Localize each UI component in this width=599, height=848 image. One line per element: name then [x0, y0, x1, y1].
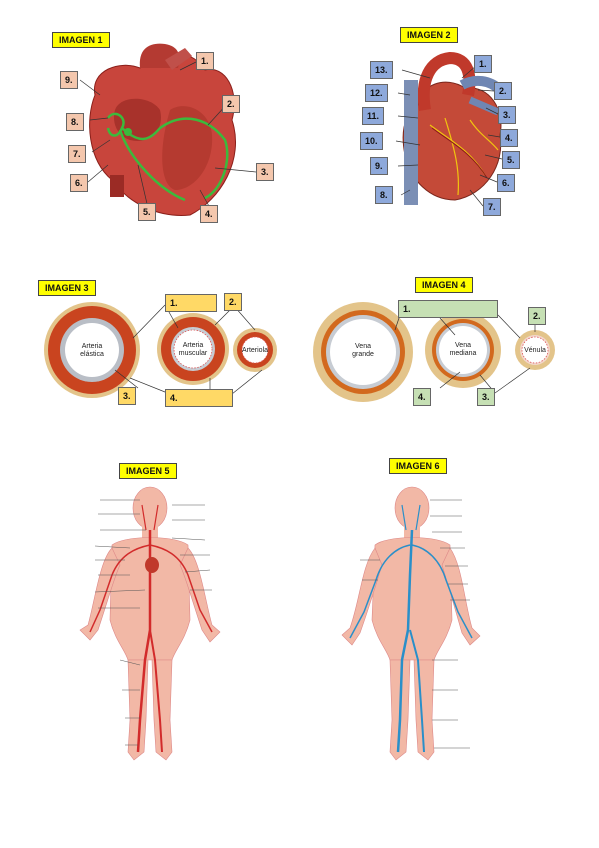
- imagen-1-label-5[interactable]: 5.: [138, 203, 156, 221]
- imagen-2-label-7[interactable]: 7.: [483, 198, 501, 216]
- imagen-2-label-6[interactable]: 6.: [497, 174, 515, 192]
- imagen-2-label-11[interactable]: 11.: [362, 107, 385, 125]
- arterial-body-figure: [79, 486, 221, 761]
- imagen-1-label-1[interactable]: 1.: [196, 52, 214, 70]
- imagen-4-label-4[interactable]: 4.: [413, 388, 431, 406]
- imagen-2-label-10[interactable]: 10.: [360, 132, 383, 150]
- imagen-3-title: IMAGEN 3: [38, 280, 96, 296]
- imagen-3-label-3[interactable]: 3.: [118, 387, 136, 405]
- imagen-4-label-2[interactable]: 2.: [528, 307, 546, 325]
- venous-body-figure: [341, 486, 481, 761]
- imagen-1-label-6[interactable]: 6.: [70, 174, 88, 192]
- imagen-5-title: IMAGEN 5: [119, 463, 177, 479]
- imagen-2-label-8[interactable]: 8.: [375, 186, 393, 204]
- vessel-label-venula: Vénula: [524, 347, 546, 354]
- imagen-2-label-3[interactable]: 3.: [498, 106, 516, 124]
- imagen-1-label-9[interactable]: 9.: [60, 71, 78, 89]
- imagen-2-label-13[interactable]: 13.: [370, 61, 393, 79]
- imagen-4-label-1[interactable]: 1.: [398, 300, 498, 318]
- imagen-6-title: IMAGEN 6: [389, 458, 447, 474]
- imagen-2-label-12[interactable]: 12.: [365, 84, 388, 102]
- imagen-3-label-4[interactable]: 4.: [165, 389, 233, 407]
- imagen-1-label-8[interactable]: 8.: [66, 113, 84, 131]
- imagen-2-label-2[interactable]: 2.: [494, 82, 512, 100]
- imagen-2-label-9[interactable]: 9.: [370, 157, 388, 175]
- vessel-label-arteriola: Arteriola: [242, 347, 268, 354]
- imagen-1-title: IMAGEN 1: [52, 32, 110, 48]
- imagen-1-label-4[interactable]: 4.: [200, 205, 218, 223]
- imagen-1-label-2[interactable]: 2.: [222, 95, 240, 113]
- imagen-2-label-1[interactable]: 1.: [474, 55, 492, 73]
- imagen-4-title: IMAGEN 4: [415, 277, 473, 293]
- imagen-3-label-1[interactable]: 1.: [165, 294, 217, 312]
- imagen-2-title: IMAGEN 2: [400, 27, 458, 43]
- imagen-2-label-5[interactable]: 5.: [502, 151, 520, 169]
- imagen-4-label-3[interactable]: 3.: [477, 388, 495, 406]
- imagen-2-label-4[interactable]: 4.: [500, 129, 518, 147]
- imagen-3-label-2[interactable]: 2.: [224, 293, 242, 311]
- imagen-1-label-7[interactable]: 7.: [68, 145, 86, 163]
- imagen-1-label-3[interactable]: 3.: [256, 163, 274, 181]
